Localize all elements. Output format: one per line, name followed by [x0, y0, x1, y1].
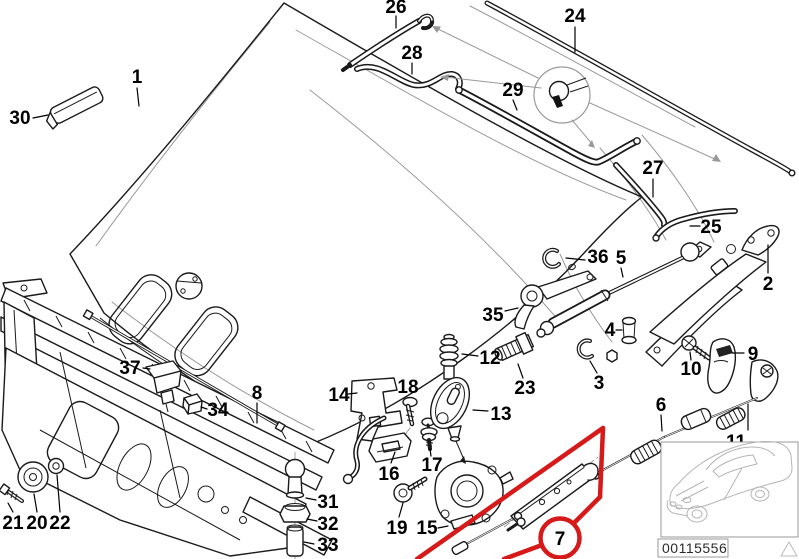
part-30-drawing — [45, 86, 104, 130]
part-callout-6[interactable]: 6 — [656, 395, 667, 416]
part-callout-29[interactable]: 29 — [502, 80, 523, 101]
part-callout-10[interactable]: 10 — [680, 359, 701, 380]
part-callout-36[interactable]: 36 — [587, 247, 608, 268]
highlight-circle — [538, 516, 582, 559]
leader-lines — [7, 15, 769, 545]
part-34-block-drawing — [182, 393, 203, 415]
part-4-stud-drawing — [621, 316, 637, 345]
part-callout-18[interactable]: 18 — [397, 377, 418, 398]
part-37-clip-drawing — [145, 360, 182, 413]
part-callout-30[interactable]: 30 — [9, 108, 30, 129]
part-16-bracket-drawing — [368, 432, 412, 463]
part-callout-15[interactable]: 15 — [416, 518, 438, 539]
part-15-lock-drawing — [434, 440, 514, 530]
part-9-catch-drawing — [707, 338, 737, 394]
part-8-rod-drawing — [82, 309, 286, 433]
part-20-horn-drawing — [17, 461, 49, 493]
part-23-buffer-drawing — [494, 331, 535, 362]
part-callout-2[interactable]: 2 — [763, 274, 774, 295]
magnifier-pointer-arrows — [432, 26, 721, 162]
part-callout-13[interactable]: 13 — [490, 404, 511, 425]
part-callout-17[interactable]: 17 — [421, 455, 442, 476]
part-callout-14[interactable]: 14 — [328, 385, 350, 406]
part-callout-7[interactable]: 7 — [555, 529, 566, 550]
part-callout-9[interactable]: 9 — [748, 344, 759, 365]
part-callout-4[interactable]: 4 — [605, 320, 616, 341]
part-3-clip-drawing — [576, 338, 618, 363]
part-17-screw-drawing — [420, 417, 438, 451]
part-callout-22[interactable]: 22 — [49, 513, 70, 534]
part-22-washer-drawing — [47, 457, 65, 475]
part-callout-12[interactable]: 12 — [479, 348, 500, 369]
part-callout-28[interactable]: 28 — [401, 43, 422, 64]
part-10-screw-drawing — [681, 335, 712, 361]
part-35-lever-drawing — [514, 270, 597, 330]
part-callout-3[interactable]: 3 — [594, 373, 605, 394]
part-2-hinge-drawing — [645, 224, 780, 367]
part-27-drawing — [613, 162, 668, 228]
part-callout-19[interactable]: 19 — [386, 518, 407, 539]
part-13-plate-drawing — [429, 376, 471, 442]
image-code: 00115556 — [662, 540, 727, 556]
part-7-striker-drawing — [503, 454, 602, 532]
part-callout-5[interactable]: 5 — [616, 248, 627, 269]
image-code-box — [657, 538, 729, 558]
part-callout-16[interactable]: 16 — [378, 464, 399, 485]
part-21-bolt-drawing — [0, 483, 24, 503]
part-14-bracket-drawing — [342, 377, 403, 485]
part-callout-26[interactable]: 26 — [385, 0, 406, 18]
roundel-emblem — [175, 272, 203, 300]
triangle-watermark-icon — [780, 540, 798, 557]
latch-pawl-drawing — [749, 359, 779, 402]
part-6-cable-drawing — [451, 397, 758, 555]
part-29-drawing — [455, 86, 641, 166]
part-11-spring-bolt-drawing — [715, 407, 746, 430]
part-callout-33[interactable]: 33 — [317, 535, 338, 556]
part-25-drawing — [652, 208, 738, 242]
part-callout-23[interactable]: 23 — [514, 378, 535, 399]
body-reference-lines — [95, 5, 715, 431]
part-5-gas-strut-drawing — [536, 242, 700, 338]
part-callout-24[interactable]: 24 — [564, 6, 586, 27]
part-callout-32[interactable]: 32 — [317, 514, 338, 535]
part-callout-8[interactable]: 8 — [252, 383, 263, 404]
part-26-drawing — [341, 13, 435, 72]
part-callout-37[interactable]: 37 — [119, 358, 140, 379]
part-callout-21[interactable]: 21 — [2, 513, 24, 534]
part-36-clip-drawing — [542, 247, 576, 271]
bmw-coupe-line-art-icon — [666, 441, 793, 523]
part-callout-35[interactable]: 35 — [482, 305, 504, 326]
part-callout-25[interactable]: 25 — [700, 217, 722, 238]
kidney-grille-opening-left — [108, 274, 173, 345]
part-12-buffer-drawing — [439, 333, 459, 413]
seal-cross-section-magnifier — [533, 66, 591, 124]
part-callout-20[interactable]: 20 — [26, 513, 47, 534]
part-31-32-33-drawing — [279, 452, 311, 559]
part-19-screw-drawing — [393, 476, 428, 503]
part-callout-27[interactable]: 27 — [642, 158, 663, 179]
vehicle-thumbnail: 00115556 — [657, 441, 799, 558]
highlight-part-7 — [414, 425, 606, 559]
part-callout-1[interactable]: 1 — [132, 67, 143, 88]
part-callout-31[interactable]: 31 — [317, 492, 339, 513]
part-24-drawing — [484, 0, 796, 177]
part-callout-34[interactable]: 34 — [207, 400, 229, 421]
